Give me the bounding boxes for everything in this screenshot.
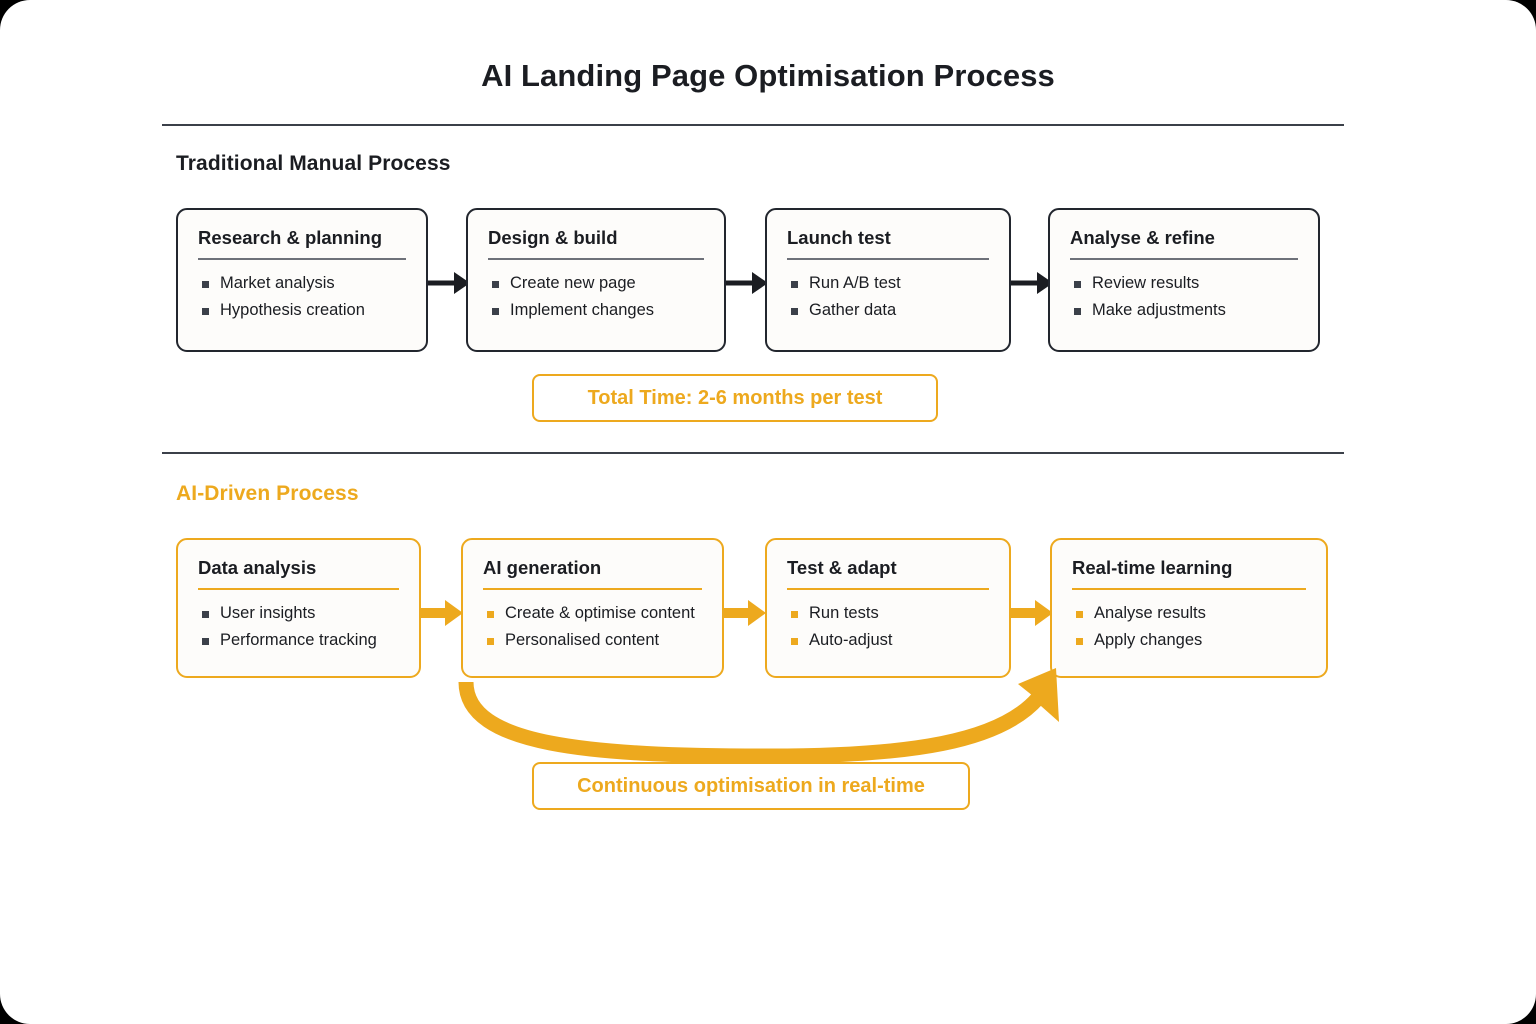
stage-rule (198, 258, 406, 260)
stage-item-list: Create & optimise content Personalised c… (483, 590, 702, 655)
stage-rule (488, 258, 704, 260)
list-item: Market analysis (198, 270, 406, 297)
stage-title: Data analysis (198, 557, 317, 578)
section-heading-traditional: Traditional Manual Process (176, 152, 451, 175)
list-item: Create new page (488, 270, 704, 297)
stage-box-launch-test[interactable]: Launch test Run A/B test Gather data (765, 208, 1011, 352)
callout-total-time: Total Time: 2-6 months per test (532, 374, 938, 422)
traditional-process-row: Research & planning Market analysis Hypo… (0, 208, 1536, 352)
list-item: Review results (1070, 270, 1298, 297)
feedback-loop-arrow-icon (440, 660, 1100, 770)
stage-title: Real-time learning (1072, 557, 1233, 578)
arrow-right-icon (428, 268, 470, 298)
stage-item-list: Run tests Auto-adjust (787, 590, 989, 655)
stage-title: Test & adapt (787, 557, 897, 578)
stage-item-list: Analyse results Apply changes (1072, 590, 1306, 655)
page-title: AI Landing Page Optimisation Process (481, 58, 1055, 93)
stage-item-list: Review results Make adjustments (1070, 260, 1298, 325)
stage-box-analyse-refine[interactable]: Analyse & refine Review results Make adj… (1048, 208, 1320, 352)
divider-top (162, 124, 1344, 126)
list-item: User insights (198, 600, 399, 627)
ai-driven-process-row: Data analysis User insights Performance … (0, 538, 1536, 678)
divider-middle (162, 452, 1344, 454)
list-item: Make adjustments (1070, 297, 1298, 324)
list-item: Analyse results (1072, 600, 1306, 627)
arrow-right-icon (1011, 268, 1053, 298)
list-item: Hypothesis creation (198, 297, 406, 324)
arrow-right-icon (421, 598, 463, 628)
list-item: Gather data (787, 297, 989, 324)
stage-title: Research & planning (198, 227, 383, 248)
stage-rule (198, 588, 399, 590)
stage-box-real-time-learning[interactable]: Real-time learning Analyse results Apply… (1050, 538, 1328, 678)
stage-item-list: User insights Performance tracking (198, 590, 399, 655)
stage-rule (1070, 258, 1298, 260)
stage-title: Launch test (787, 227, 891, 248)
arrow-right-icon (1011, 598, 1053, 628)
stage-rule (787, 588, 989, 590)
callout-continuous-optimisation: Continuous optimisation in real-time (532, 762, 970, 810)
list-item: Performance tracking (198, 627, 399, 654)
stage-title: AI generation (483, 557, 602, 578)
stage-box-design-build[interactable]: Design & build Create new page Implement… (466, 208, 726, 352)
list-item: Personalised content (483, 627, 702, 654)
list-item: Run tests (787, 600, 989, 627)
stage-box-test-adapt[interactable]: Test & adapt Run tests Auto-adjust (765, 538, 1011, 678)
stage-rule (787, 258, 989, 260)
stage-box-data-analysis[interactable]: Data analysis User insights Performance … (176, 538, 421, 678)
arrow-right-icon (726, 268, 768, 298)
list-item: Create & optimise content (483, 600, 702, 627)
section-heading-ai-driven: AI-Driven Process (176, 482, 359, 505)
stage-rule (1072, 588, 1306, 590)
list-item: Apply changes (1072, 627, 1306, 654)
list-item: Implement changes (488, 297, 704, 324)
stage-rule (483, 588, 702, 590)
list-item: Run A/B test (787, 270, 989, 297)
list-item: Auto-adjust (787, 627, 989, 654)
stage-item-list: Create new page Implement changes (488, 260, 704, 325)
stage-title: Analyse & refine (1070, 227, 1215, 248)
stage-item-list: Run A/B test Gather data (787, 260, 989, 325)
stage-item-list: Market analysis Hypothesis creation (198, 260, 406, 325)
stage-box-ai-generation[interactable]: AI generation Create & optimise content … (461, 538, 724, 678)
arrow-right-icon (724, 598, 766, 628)
stage-box-research-planning[interactable]: Research & planning Market analysis Hypo… (176, 208, 428, 352)
stage-title: Design & build (488, 227, 618, 248)
